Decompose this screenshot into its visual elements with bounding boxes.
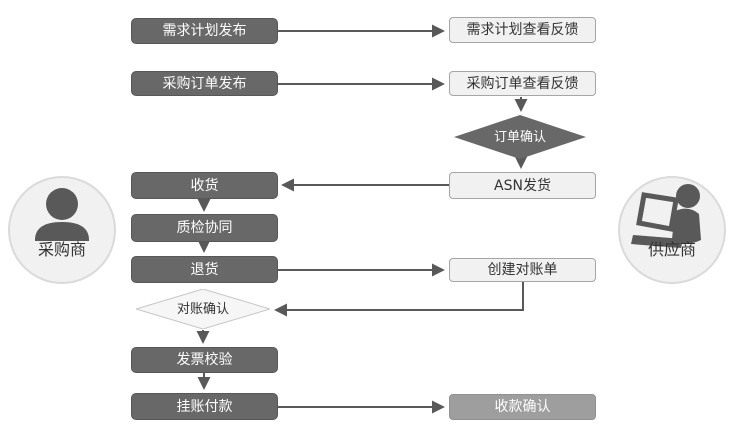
decision-order-confirmation: 订单确认 <box>454 115 586 159</box>
supplier-actor: 供应商 <box>618 176 726 284</box>
diamond-shape-light <box>136 289 270 329</box>
node-receive-goods: 收货 <box>131 172 278 199</box>
node-create-statement: 创建对账单 <box>449 258 596 282</box>
arrow-create-statement-to-confirmation <box>274 282 524 317</box>
decision-statement-confirmation: 对账确认 <box>136 289 270 329</box>
node-purchase-order-publish: 采购订单发布 <box>131 71 278 96</box>
node-demand-plan-publish: 需求计划发布 <box>131 18 278 44</box>
buyer-actor: 采购商 <box>8 176 116 284</box>
node-invoice-verification: 发票校验 <box>131 347 278 373</box>
node-return-goods: 退货 <box>131 256 278 283</box>
supplier-person-laptop-icon <box>631 184 701 248</box>
buyer-label: 采购商 <box>37 240 86 259</box>
diamond-shape-dark <box>454 115 586 159</box>
node-payment-confirmation: 收款确认 <box>449 394 596 420</box>
decision-order-confirmation-label: 订单确认 <box>493 129 546 145</box>
buyer-person-icon <box>35 188 89 241</box>
supplier-label: 供应商 <box>647 240 696 259</box>
decision-statement-confirmation-label: 对账确认 <box>176 301 229 317</box>
node-asn-shipment: ASN发货 <box>449 172 596 199</box>
node-quality-collaboration: 质检协同 <box>131 214 278 242</box>
node-purchase-order-feedback: 采购订单查看反馈 <box>449 71 596 96</box>
node-demand-plan-feedback: 需求计划查看反馈 <box>449 17 596 43</box>
node-account-payment: 挂账付款 <box>131 393 278 420</box>
